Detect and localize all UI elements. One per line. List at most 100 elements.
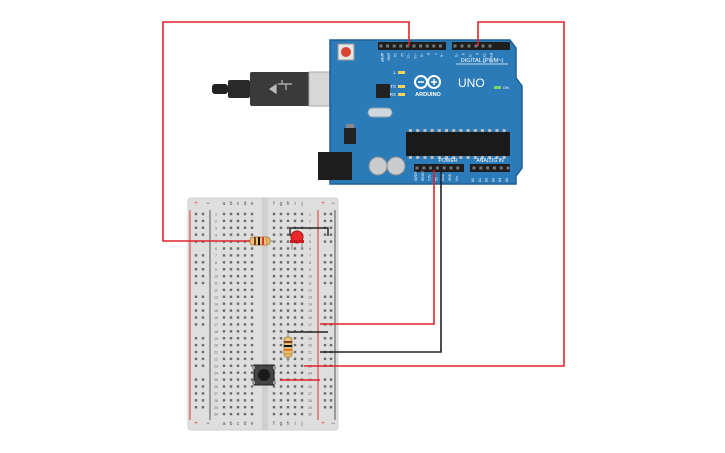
breadboard-hole [236, 392, 240, 395]
rail-hole [323, 337, 327, 340]
breadboard-hole [236, 412, 240, 416]
breadboard-hole [300, 406, 304, 409]
header-pin[interactable] [392, 44, 396, 48]
breadboard-hole [222, 302, 226, 305]
breadboard-hole [229, 212, 233, 216]
top-pin-label: RX←0 [489, 53, 493, 63]
top-pin-label: 8 [426, 53, 430, 55]
analog-pin[interactable] [472, 166, 476, 170]
red-led[interactable] [290, 230, 304, 250]
power-pin[interactable] [422, 166, 426, 170]
push-button[interactable] [252, 364, 276, 386]
wire-pin13-to-resistor[interactable] [162, 21, 410, 242]
breadboard-hole [222, 226, 226, 229]
breadboard-hole [229, 350, 233, 354]
row-number-left: 22 [214, 358, 218, 362]
breadboard-hole [279, 261, 283, 264]
analog-pin[interactable] [492, 166, 496, 170]
rail-hole [323, 302, 327, 305]
breadboard-hole [293, 254, 297, 257]
column-letter: g [280, 201, 283, 207]
analog-pin[interactable] [486, 166, 490, 170]
rail-hole [201, 378, 205, 381]
header-pin[interactable] [419, 44, 423, 48]
header-pin[interactable] [488, 44, 492, 48]
header-pin[interactable] [425, 44, 429, 48]
reset-button[interactable] [341, 47, 351, 57]
breadboard-hole [300, 261, 304, 264]
power-pin[interactable] [456, 166, 460, 170]
row-number-left: 6 [215, 247, 217, 251]
breadboard-hole [293, 247, 297, 250]
header-pin[interactable] [438, 44, 442, 48]
breadboard-hole [272, 343, 276, 347]
rail-hole [201, 316, 205, 319]
header-pin[interactable] [399, 44, 403, 48]
header-pin[interactable] [386, 44, 390, 48]
breadboard-hole [222, 323, 226, 326]
power-pin[interactable] [449, 166, 453, 170]
breadboard-hole [286, 295, 290, 298]
row-number-left: 18 [214, 330, 218, 334]
analog-header [470, 164, 510, 172]
power-pin[interactable] [435, 166, 439, 170]
breadboard-hole [272, 212, 276, 216]
arduino-logo-icon [414, 75, 441, 89]
top-pin-label: ~9 [420, 53, 424, 57]
analog-pin[interactable] [499, 166, 503, 170]
power-pin-label: Vin [455, 176, 459, 181]
column-letter: f [273, 421, 275, 427]
rail-sign: + [321, 201, 325, 207]
breadboard-hole [293, 316, 297, 319]
breadboard-hole [222, 350, 226, 354]
breadboard-hole [272, 412, 276, 416]
breadboard-hole [272, 399, 276, 402]
header-pin[interactable] [460, 44, 464, 48]
rail-hole [194, 295, 198, 298]
breadboard-hole [250, 274, 254, 278]
row-number-right: 12 [308, 289, 312, 293]
breadboard-hole [300, 302, 304, 305]
header-pin[interactable] [379, 44, 383, 48]
header-pin[interactable] [474, 44, 478, 48]
breadboard-hole [286, 406, 290, 409]
breadboard-hole [229, 219, 233, 223]
header-pin[interactable] [405, 44, 409, 48]
row-number-right: 24 [308, 371, 312, 375]
rail-hole [201, 233, 205, 236]
breadboard-hole [279, 233, 283, 236]
breadboard-hole [229, 406, 233, 409]
wire-gnd-to-rail[interactable] [320, 170, 442, 353]
breadboard-hole [293, 412, 297, 416]
breadboard-hole [236, 233, 240, 236]
power-pin[interactable] [415, 166, 419, 170]
breadboard-hole [222, 212, 226, 216]
breadboard-hole [272, 316, 276, 319]
breadboard-hole [272, 323, 276, 326]
header-pin[interactable] [412, 44, 416, 48]
header-pin[interactable] [432, 44, 436, 48]
resistor-button[interactable] [283, 332, 293, 362]
power-pin[interactable] [442, 166, 446, 170]
header-pin[interactable] [467, 44, 471, 48]
header-pin[interactable] [453, 44, 457, 48]
breadboard-hole [229, 233, 233, 236]
wire-pin2-to-button[interactable] [304, 21, 565, 367]
header-pin[interactable] [481, 44, 485, 48]
breadboard-hole [236, 399, 240, 402]
breadboard-hole [272, 302, 276, 305]
breadboard-hole [222, 281, 226, 285]
breadboard-hole [236, 330, 240, 333]
power-pin[interactable] [429, 166, 433, 170]
wire-5v-to-rail[interactable] [320, 170, 435, 325]
row-number-left: 2 [215, 220, 217, 224]
rail-hole [201, 364, 205, 367]
wire-led-gnd[interactable] [289, 227, 329, 236]
breadboard-hole [300, 343, 304, 347]
analog-pin[interactable] [479, 166, 483, 170]
analog-pin[interactable] [506, 166, 510, 170]
breadboard-hole [279, 247, 283, 250]
